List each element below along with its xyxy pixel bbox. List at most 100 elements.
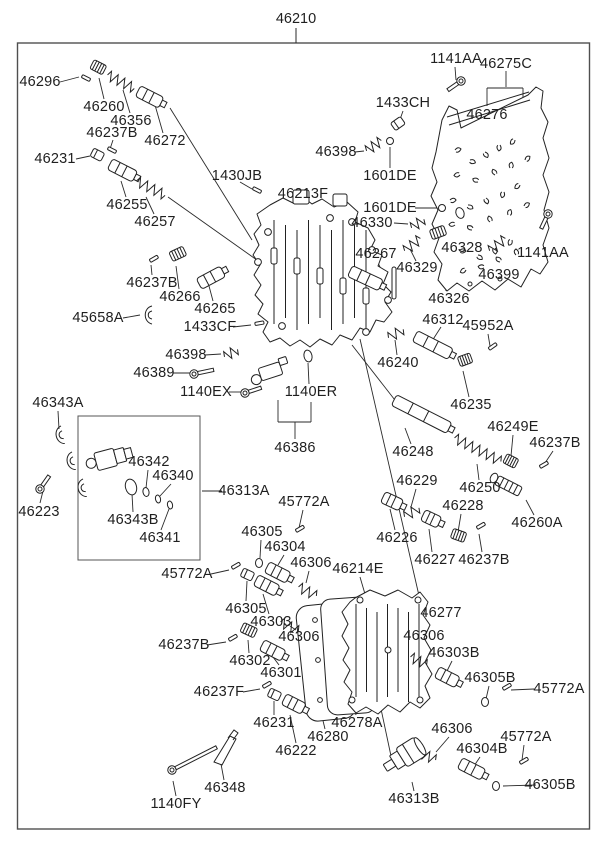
lower-valve-body (295, 589, 433, 722)
part-label-46341: 46341 (139, 529, 181, 546)
part-label-46223: 46223 (18, 503, 60, 520)
part-label-46303: 46303 (250, 613, 292, 630)
part-label-46306-2: 46306 (278, 628, 320, 645)
part-glyph-ring (166, 500, 174, 510)
part-glyph-pin (262, 680, 272, 689)
part-label-46342: 46342 (128, 453, 170, 470)
part-label-46305b: 46305B (464, 669, 516, 686)
part-glyph-valve (281, 694, 311, 715)
part-glyph-valve (412, 331, 458, 360)
part-glyph-spr (410, 651, 428, 669)
part-label-46222: 46222 (275, 742, 317, 759)
part-glyph-valve (380, 492, 408, 511)
part-glyph-knurl (450, 528, 467, 543)
part-label-46398: 46398 (315, 143, 357, 160)
part-label-46304b: 46304B (456, 740, 508, 757)
part-glyph-valve (420, 510, 446, 529)
part-label-46348: 46348 (204, 779, 246, 796)
part-label-46240: 46240 (377, 354, 419, 371)
part-glyph-plug (240, 568, 255, 581)
part-label-46356: 46356 (110, 112, 152, 129)
part-glyph-knurl (457, 352, 473, 367)
part-label-46276: 46276 (466, 106, 508, 123)
part-label-46305: 46305 (241, 523, 283, 540)
part-glyph-pin (149, 254, 159, 263)
part-label-46277: 46277 (420, 604, 462, 621)
part-glyph-ring (489, 472, 499, 484)
part-glyph-pin (252, 186, 262, 194)
part-glyph-pin (539, 460, 549, 469)
part-label-45772a-3: 45772A (533, 680, 585, 697)
part-glyph-bolt (35, 474, 52, 494)
part-glyph-spr (402, 505, 421, 519)
part-glyph-ring (481, 697, 489, 707)
part-label-46250: 46250 (459, 479, 501, 496)
part-glyph-pin (231, 561, 241, 570)
part-label-46267: 46267 (355, 245, 397, 262)
part-glyphs (35, 59, 553, 791)
part-glyph-valve (107, 159, 142, 183)
part-label-46229: 46229 (396, 472, 438, 489)
sensor-46386-glyph (250, 356, 289, 386)
part-glyph-ring (124, 478, 138, 496)
part-label-46248: 46248 (392, 443, 434, 460)
part-label-46326: 46326 (428, 290, 470, 307)
part-label-46280: 46280 (307, 728, 349, 745)
part-glyph-pin (107, 146, 117, 154)
part-label-46213f: 46213F (277, 185, 329, 202)
part-glyph-bolt (446, 76, 466, 93)
part-glyph-ring (303, 349, 313, 363)
diagram-title: 46210 (275, 10, 317, 27)
part-label-1141aa-2: 1141AA (517, 244, 569, 261)
part-label-46266: 46266 (159, 288, 201, 305)
part-label-45658a: 45658A (72, 309, 124, 326)
part-label-46237b-3: 46237B (529, 434, 581, 451)
part-label-46296: 46296 (19, 73, 61, 90)
part-label-46343b: 46343B (107, 511, 159, 528)
part-glyph-pin (254, 320, 265, 326)
part-label-1140er: 1140ER (284, 383, 338, 400)
part-glyph-valve (434, 667, 464, 689)
part-glyph-plug (390, 116, 406, 131)
part-glyph-knurl (89, 59, 107, 75)
part-label-46386: 46386 (274, 439, 316, 456)
part-label-1601de: 1601DE (363, 167, 417, 184)
part-label-1433cf: 1433CF (183, 318, 237, 335)
part-glyph-bolt (167, 745, 218, 775)
part-label-46313b: 46313B (388, 790, 440, 807)
part-label-46328: 46328 (441, 239, 483, 256)
part-label-46260: 46260 (83, 98, 125, 115)
part-label-46389: 46389 (133, 364, 175, 381)
part-glyph-spr (364, 136, 382, 154)
part-label-46343a: 46343A (32, 394, 84, 411)
part-label-46278a: 46278A (331, 714, 383, 731)
part-label-46306-4: 46306 (431, 720, 473, 737)
part-glyph-spr (298, 582, 318, 599)
part-glyph-spr (402, 234, 421, 253)
part-glyph-bolt (189, 367, 215, 379)
part-label-46272: 46272 (144, 132, 186, 149)
part-label-46249e: 46249E (487, 418, 539, 435)
part-label-46303b: 46303B (428, 644, 480, 661)
leader-lines (39, 66, 554, 797)
part-label-46237b-4: 46237B (458, 551, 510, 568)
part-label-46306: 46306 (290, 554, 332, 571)
part-label-45952a: 45952A (462, 317, 514, 334)
part-glyph-ring (142, 487, 150, 497)
part-glyph-spr (387, 327, 405, 341)
part-label-46305-2: 46305 (225, 600, 267, 617)
part-glyph-ring (255, 558, 263, 568)
part-label-46399: 46399 (478, 266, 520, 283)
part-glyph-valve (196, 265, 230, 289)
part-glyph-valve (347, 266, 388, 291)
part-label-46255: 46255 (106, 196, 148, 213)
part-glyph-valve (259, 640, 290, 662)
bracket-46348-glyph (213, 729, 239, 766)
part-glyph-spr (487, 234, 506, 253)
part-label-45772a: 45772A (278, 493, 330, 510)
part-label-45772a-2: 45772A (161, 565, 213, 582)
part-glyph-pin (519, 756, 529, 765)
part-glyph-pin (487, 342, 498, 351)
part-glyph-plug (90, 148, 105, 162)
part-glyph-clip (55, 425, 65, 445)
